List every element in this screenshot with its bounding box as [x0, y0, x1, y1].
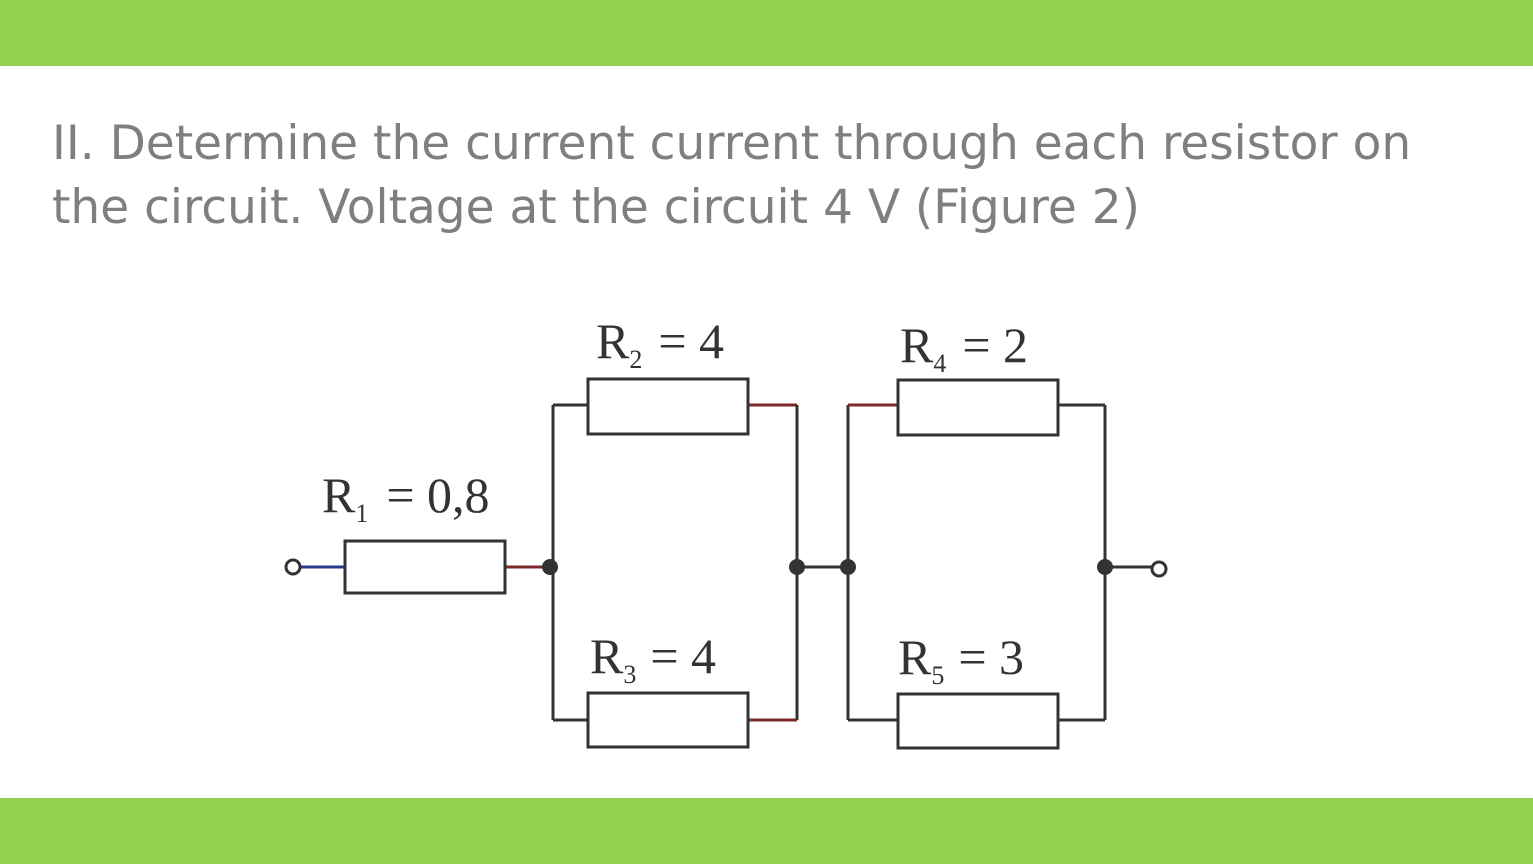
resistor-r1 — [343, 539, 507, 595]
question-text: II. Determine the current current throug… — [52, 112, 1492, 240]
question-line-1: II. Determine the current current throug… — [52, 116, 1412, 171]
output-terminal — [1150, 560, 1168, 578]
junction-node — [840, 559, 856, 575]
resistor-r2 — [586, 377, 750, 436]
resistor-r3 — [586, 691, 750, 749]
junction-node — [542, 559, 558, 575]
r3-label: R3= 4 — [590, 628, 716, 689]
r4-label: R4= 2 — [900, 317, 1028, 378]
r5-label: R5= 3 — [898, 629, 1024, 690]
input-terminal — [284, 558, 302, 576]
resistor-r4 — [896, 378, 1060, 437]
r1-label: R1= 0,8 — [322, 467, 490, 528]
junction-node — [789, 559, 805, 575]
junction-node — [1097, 559, 1113, 575]
bottom-accent-band — [0, 798, 1533, 864]
top-accent-band — [0, 0, 1533, 66]
resistor-r5 — [896, 692, 1060, 750]
question-line-2: the circuit. Voltage at the circuit 4 V … — [52, 180, 1140, 235]
r2-label: R2= 4 — [596, 313, 724, 374]
